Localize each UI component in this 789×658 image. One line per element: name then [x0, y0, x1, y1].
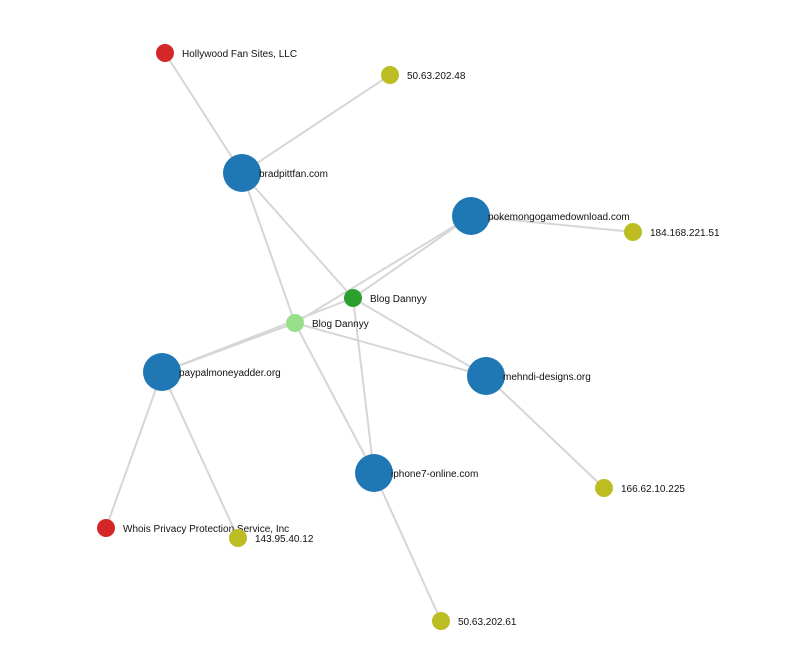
edge-bradpittfan-blog_dark [241, 172, 354, 299]
node-iphone7[interactable]: iphone7-online.com [355, 454, 478, 492]
node-ip_143[interactable]: 143.95.40.12 [229, 529, 314, 547]
node-ip_50_63_202_61[interactable]: 50.63.202.61 [432, 612, 517, 630]
edge-paypal-ip_143 [161, 371, 239, 539]
node-circle-blog_light[interactable] [286, 314, 304, 332]
node-ip_166[interactable]: 166.62.10.225 [595, 479, 685, 497]
node-label-ip_184: 184.168.221.51 [650, 228, 720, 239]
node-whois[interactable]: Whois Privacy Protection Service, Inc [97, 519, 289, 537]
node-circle-paypal[interactable] [143, 353, 181, 391]
edge-bradpittfan-ip_50_63_202_48 [241, 74, 391, 174]
node-circle-hollywood[interactable] [156, 44, 174, 62]
edge-paypal-whois [105, 371, 163, 529]
node-circle-ip_166[interactable] [595, 479, 613, 497]
node-circle-blog_dark[interactable] [344, 289, 362, 307]
node-circle-mehndi[interactable] [467, 357, 505, 395]
node-circle-ip_50_63_202_61[interactable] [432, 612, 450, 630]
node-circle-iphone7[interactable] [355, 454, 393, 492]
node-label-ip_143: 143.95.40.12 [255, 534, 314, 545]
node-blog_dark[interactable]: Blog Dannyy [344, 289, 427, 307]
edge-blog_dark-iphone7 [352, 297, 375, 474]
node-ip_184[interactable]: 184.168.221.51 [624, 223, 720, 241]
edge-pokemongo-blog_dark [352, 215, 472, 299]
node-label-blog_dark: Blog Dannyy [370, 294, 427, 305]
node-label-pokemongo: pokemongogamedownload.com [488, 212, 630, 223]
edge-blog_light-iphone7 [294, 322, 375, 474]
edge-mehndi-ip_166 [485, 375, 605, 489]
node-circle-ip_184[interactable] [624, 223, 642, 241]
node-label-blog_light: Blog Dannyy [312, 319, 369, 330]
node-label-mehndi: mehndi-designs.org [503, 372, 591, 383]
node-label-ip_50_63_202_48: 50.63.202.48 [407, 71, 466, 82]
node-label-whois: Whois Privacy Protection Service, Inc [123, 524, 289, 535]
node-label-bradpittfan: bradpittfan.com [259, 169, 328, 180]
node-label-ip_50_63_202_61: 50.63.202.61 [458, 617, 517, 628]
node-label-ip_166: 166.62.10.225 [621, 484, 685, 495]
node-circle-ip_143[interactable] [229, 529, 247, 547]
node-bradpittfan[interactable]: bradpittfan.com [223, 154, 328, 192]
node-hollywood[interactable]: Hollywood Fan Sites, LLC [156, 44, 297, 62]
node-pokemongo[interactable]: pokemongogamedownload.com [452, 197, 630, 235]
edge-blog_light-paypal [161, 322, 296, 373]
node-circle-bradpittfan[interactable] [223, 154, 261, 192]
edge-bradpittfan-hollywood [164, 52, 243, 174]
edge-pokemongo-blog_light [294, 215, 472, 324]
edge-bradpittfan-blog_light [241, 172, 296, 324]
edge-blog_dark-mehndi [352, 297, 487, 377]
node-ip_50_63_202_48[interactable]: 50.63.202.48 [381, 66, 466, 84]
node-paypal[interactable]: paypalmoneyadder.org [143, 353, 281, 391]
node-layer: Hollywood Fan Sites, LLC 50.63.202.48 brad… [97, 44, 720, 630]
edge-blog_light-mehndi [294, 322, 487, 377]
node-circle-whois[interactable] [97, 519, 115, 537]
edge-layer [105, 52, 634, 622]
node-label-paypal: paypalmoneyadder.org [179, 368, 281, 379]
node-blog_light[interactable]: Blog Dannyy [286, 314, 369, 332]
edge-iphone7-ip_50_63_202_61 [373, 472, 442, 622]
node-circle-pokemongo[interactable] [452, 197, 490, 235]
edge-pokemongo-ip_184 [470, 215, 634, 233]
node-label-iphone7: iphone7-online.com [391, 469, 478, 480]
node-mehndi[interactable]: mehndi-designs.org [467, 357, 591, 395]
node-circle-ip_50_63_202_48[interactable] [381, 66, 399, 84]
node-label-hollywood: Hollywood Fan Sites, LLC [182, 49, 297, 60]
